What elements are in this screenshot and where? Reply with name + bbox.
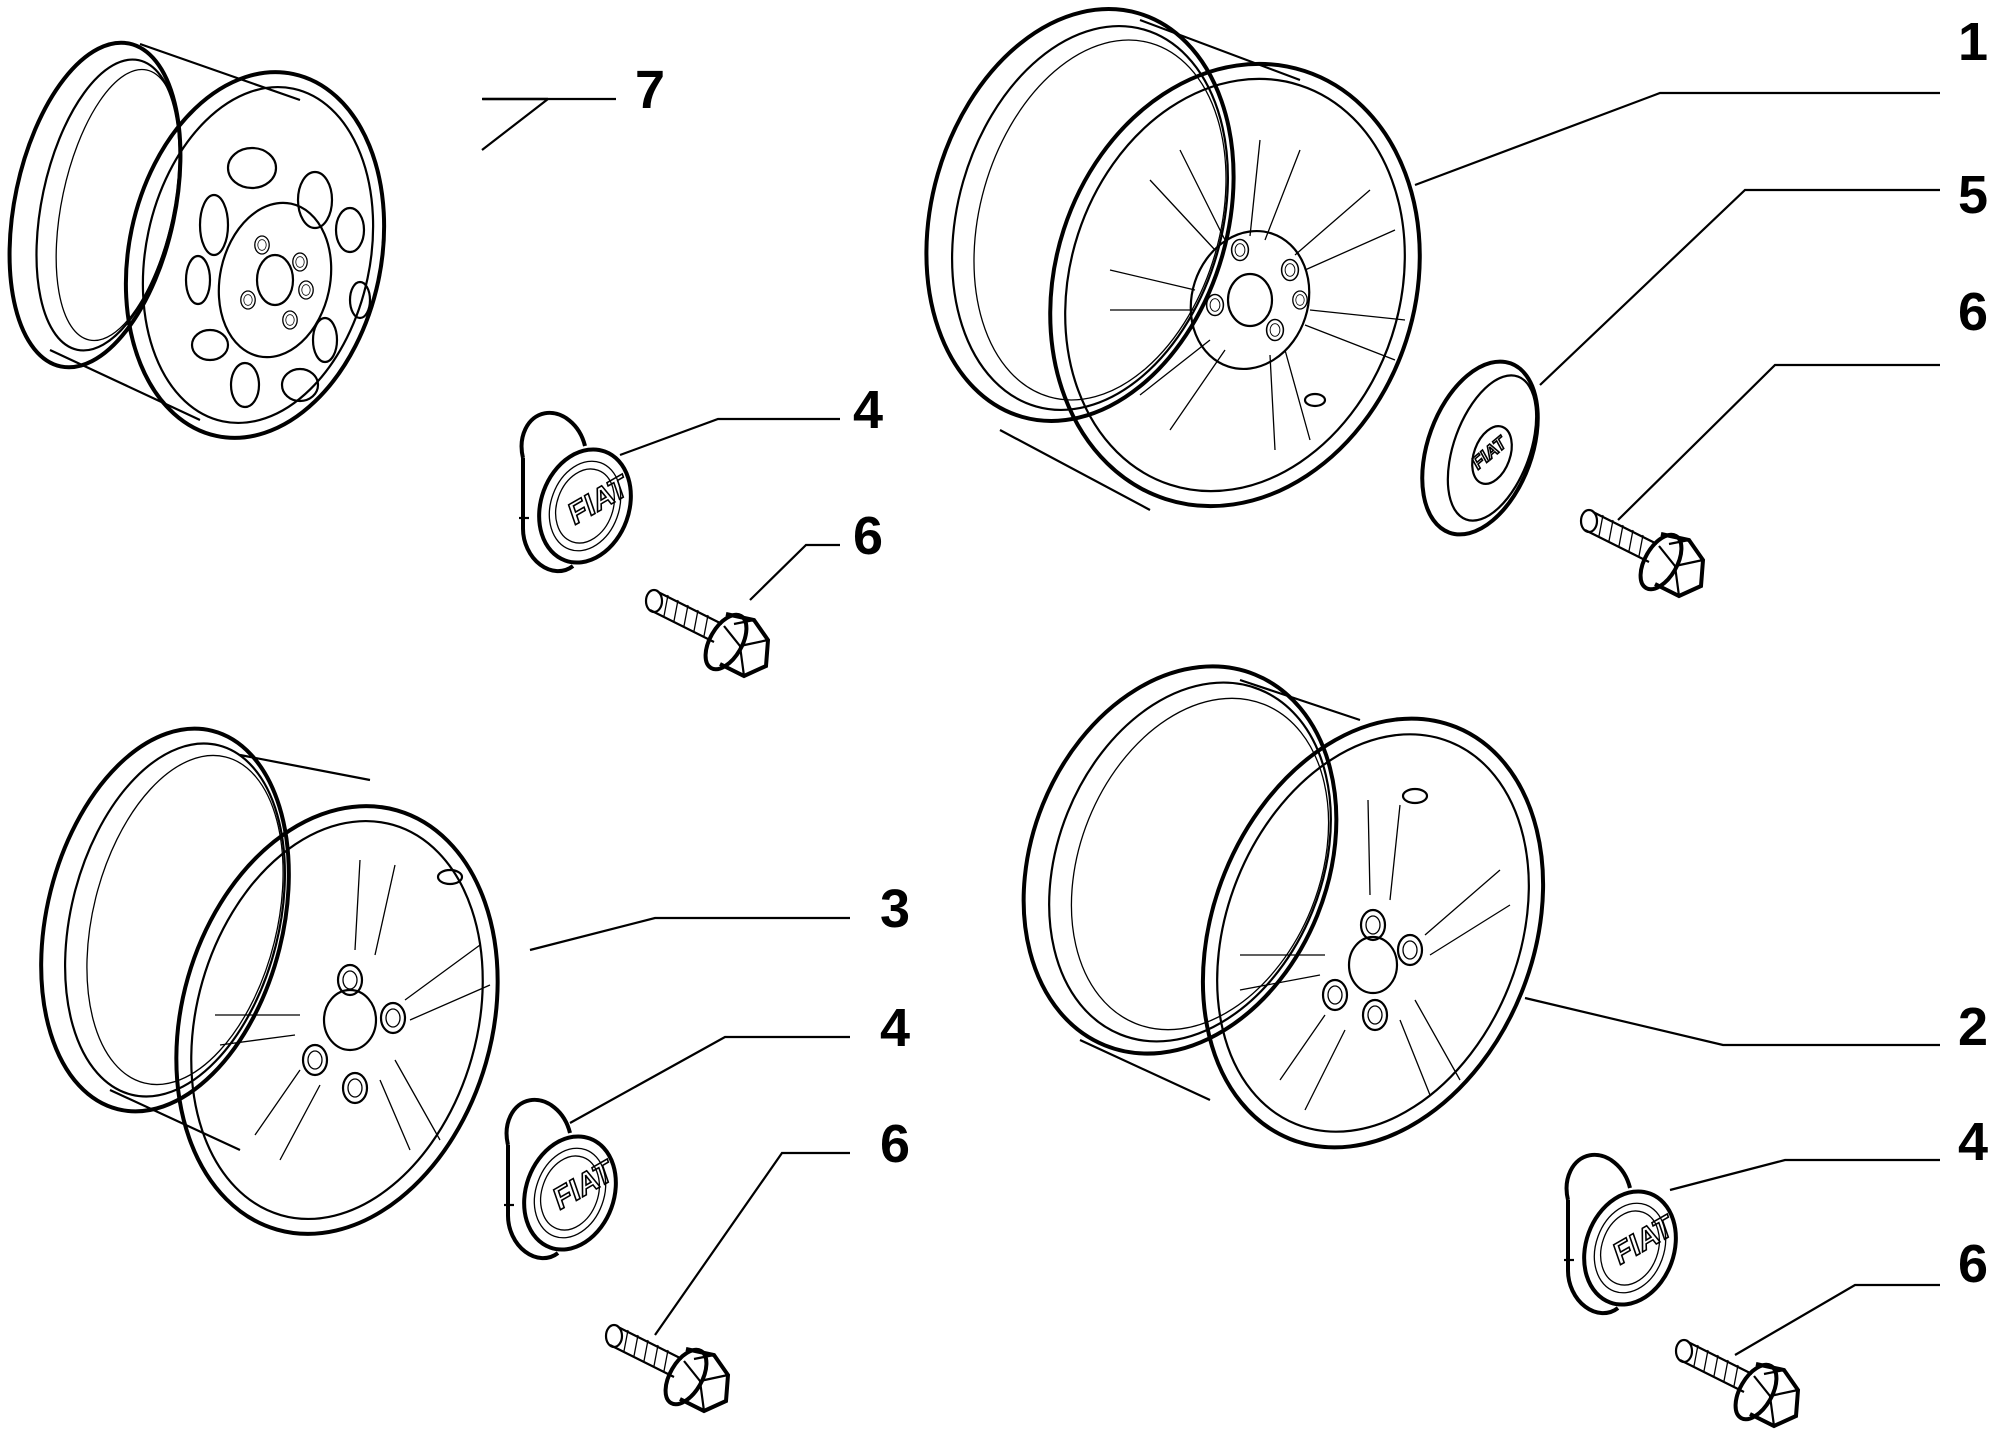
bolt-6: [1579, 508, 1705, 598]
leader-5: [1539, 188, 1940, 386]
callout-7: 7: [635, 60, 665, 120]
callout-5: 5: [1958, 165, 1988, 225]
leader-4: [1669, 1158, 1940, 1192]
leader-2: [1524, 996, 1940, 1047]
wheel-2: [1021, 664, 1546, 1150]
callout-4: 4: [853, 380, 883, 440]
callout-4: 4: [1958, 1112, 1988, 1172]
hub-cap-5: FIAT: [1420, 359, 1540, 537]
callout-4: 4: [880, 998, 910, 1058]
leader-1: [1414, 91, 1940, 187]
leader-6: [1734, 1283, 1940, 1356]
wheel-3: [39, 726, 500, 1236]
bolt-6: [644, 588, 770, 678]
leader-6: [1617, 363, 1940, 521]
leader-3: [529, 916, 850, 952]
wheel-7: [7, 40, 387, 440]
callout-6: 6: [1958, 1234, 1988, 1294]
callout-2: 2: [1958, 997, 1988, 1057]
callout-6: 6: [1958, 282, 1988, 342]
bolt-6: [604, 1323, 730, 1413]
svg-text:FIAT: FIAT: [1468, 432, 1512, 473]
callout-3: 3: [880, 879, 910, 939]
leader-6: [654, 1151, 850, 1336]
callout-6: 6: [853, 506, 883, 566]
callout-6: 6: [880, 1114, 910, 1174]
callout-1: 1: [1958, 12, 1988, 72]
wheel-1: [924, 7, 1422, 511]
leader-4: [619, 417, 840, 457]
leader-4: [569, 1035, 850, 1124]
leader-6: [749, 543, 840, 601]
